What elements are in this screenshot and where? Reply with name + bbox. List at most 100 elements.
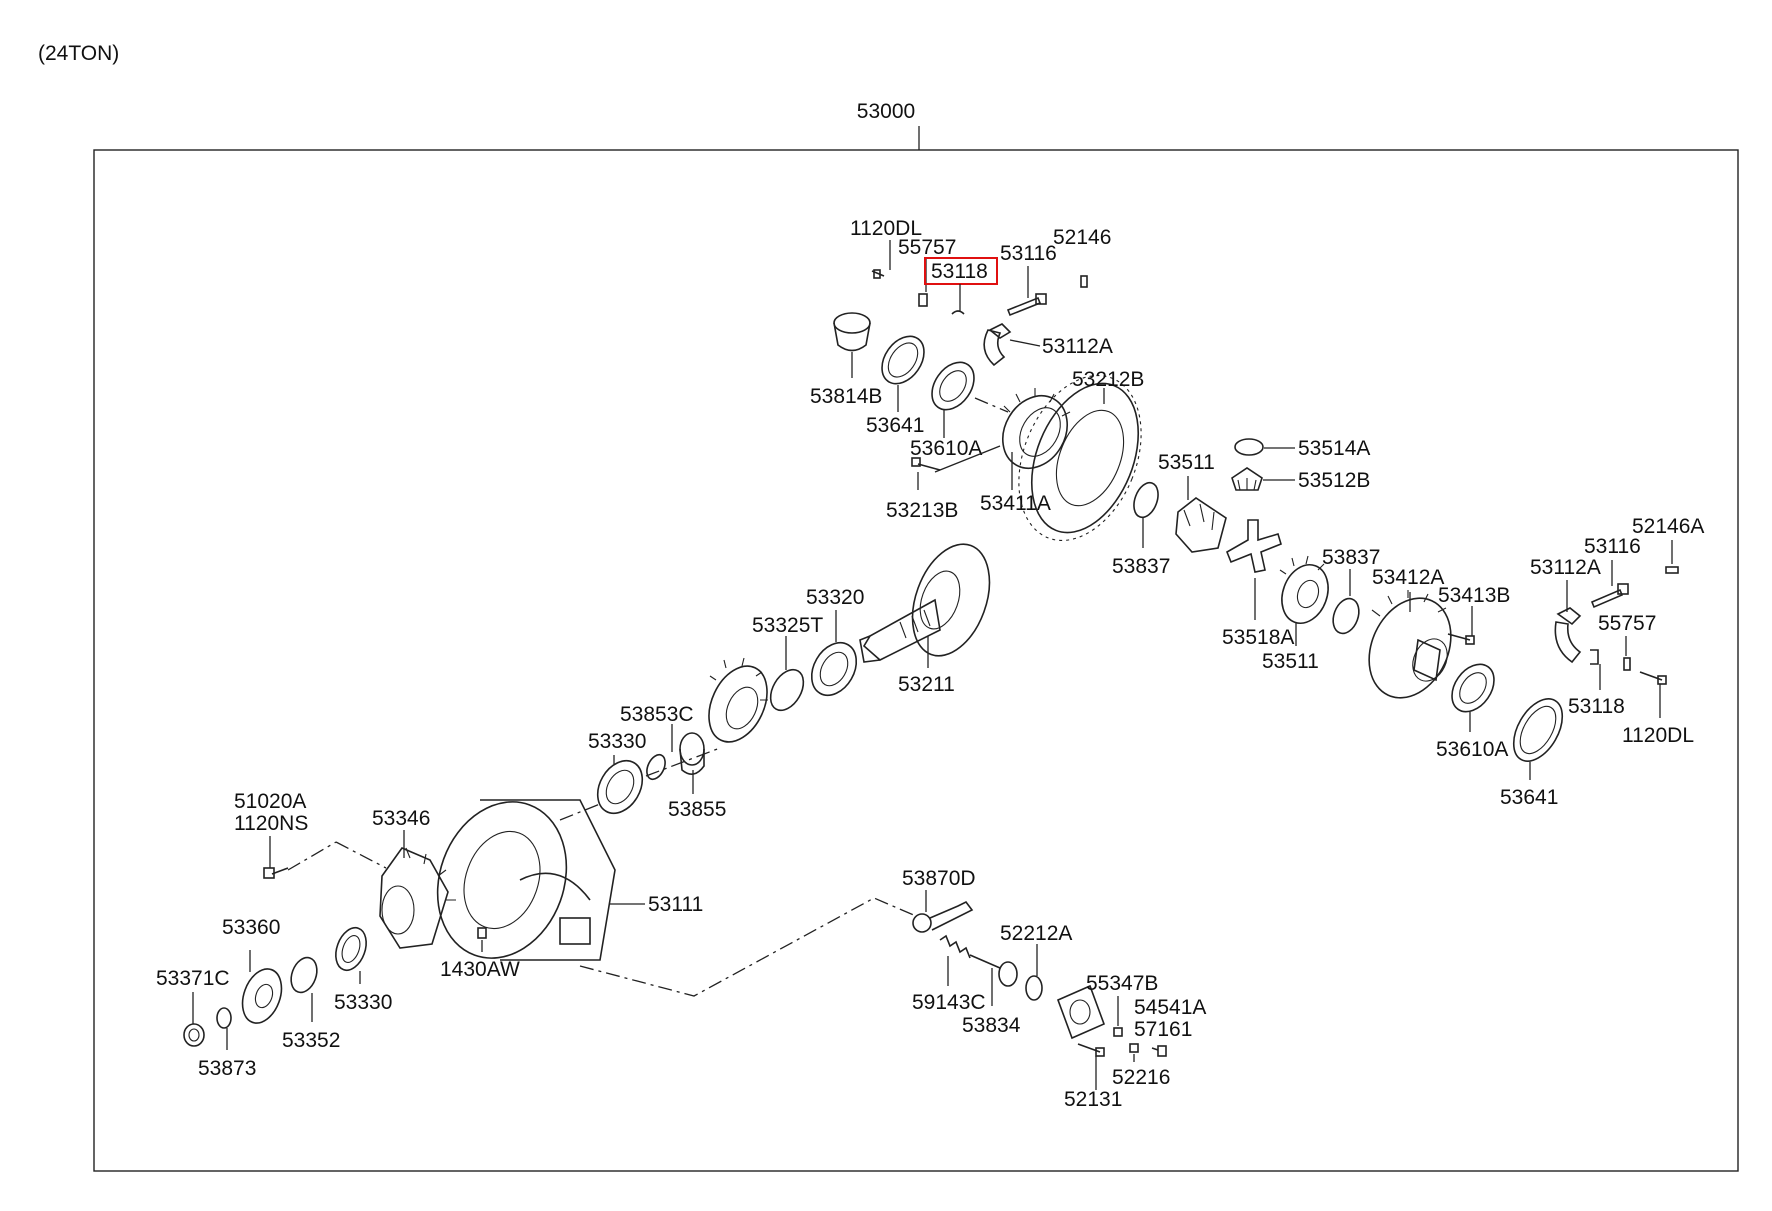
label-53118-right[interactable]: 53118: [1568, 695, 1625, 718]
carrier-housing-53111[interactable]: [416, 784, 645, 977]
collar-53855[interactable]: [679, 732, 705, 794]
label-53610a-top[interactable]: 53610A: [910, 437, 982, 460]
label-53837-left[interactable]: 53837: [1112, 555, 1170, 578]
label-53330-bottom[interactable]: 53330: [334, 991, 392, 1014]
nut-53371c[interactable]: [183, 992, 205, 1047]
spring-59143c[interactable]: [939, 934, 971, 986]
bolt-53413b[interactable]: [1447, 606, 1475, 645]
label-53118-top[interactable]: 53118: [931, 260, 988, 283]
clip-53118-right[interactable]: [1590, 649, 1601, 690]
label-53330-top[interactable]: 53330: [588, 730, 646, 753]
label-52146a[interactable]: 52146A: [1632, 515, 1704, 538]
label-52216[interactable]: 52216: [1112, 1066, 1170, 1089]
spacer-53325t[interactable]: [764, 636, 810, 716]
label-53212b[interactable]: 53212B: [1072, 368, 1144, 391]
shift-fork-53870d[interactable]: [912, 890, 974, 933]
label-53352[interactable]: 53352: [282, 1029, 340, 1052]
label-53116-top[interactable]: 53116: [1000, 242, 1057, 265]
snap-ring-53853c[interactable]: [643, 724, 673, 782]
label-53855[interactable]: 53855: [668, 798, 726, 821]
label-53511-bottom[interactable]: 53511: [1262, 650, 1319, 673]
bearing-53610a-top[interactable]: [923, 354, 982, 438]
label-53413b[interactable]: 53413B: [1438, 584, 1510, 607]
bearing-cap-53112a-top[interactable]: [983, 323, 1041, 367]
label-53111[interactable]: 53111: [648, 893, 703, 916]
highlight-box-53118[interactable]: [924, 257, 998, 285]
side-gear-53511-bottom[interactable]: [1274, 555, 1336, 646]
bearing-cap-53112a-right[interactable]: [1554, 580, 1582, 664]
spider-53518a[interactable]: [1225, 519, 1282, 620]
label-53412a[interactable]: 53412A: [1372, 566, 1444, 589]
washer-52216[interactable]: [1129, 1043, 1139, 1062]
label-53211[interactable]: 53211: [898, 673, 955, 696]
label-53360[interactable]: 53360: [222, 916, 280, 939]
bolt-1120dl-top[interactable]: [871, 240, 891, 279]
label-1430aw[interactable]: 1430AW: [440, 958, 520, 981]
assembly-number[interactable]: 53000: [857, 100, 915, 123]
label-53371c[interactable]: 53371C: [156, 967, 230, 990]
label-53411a[interactable]: 53411A: [980, 492, 1051, 515]
bearing-53610a-right[interactable]: [1443, 656, 1502, 732]
bolt-53116-top[interactable]: [1006, 266, 1047, 317]
pin-52146a[interactable]: [1665, 566, 1679, 574]
clip-53118-top[interactable]: [951, 284, 965, 315]
shift-rod-53834[interactable]: [969, 954, 1018, 1006]
bolt-53213b[interactable]: [911, 445, 1001, 490]
label-53320[interactable]: 53320: [806, 586, 864, 609]
label-51020a[interactable]: 51020A: [234, 790, 306, 813]
label-53853c[interactable]: 53853C: [620, 703, 694, 726]
label-53514a[interactable]: 53514A: [1298, 437, 1370, 460]
label-53346[interactable]: 53346: [372, 807, 430, 830]
label-53512b[interactable]: 53512B: [1298, 469, 1370, 492]
cover-plate[interactable]: [1056, 984, 1106, 1040]
bearing-53330-bottom[interactable]: [330, 924, 371, 984]
washer-53514a[interactable]: [1234, 438, 1295, 456]
bearing-53320[interactable]: [803, 610, 866, 703]
bolt-1120dl-right[interactable]: [1639, 671, 1667, 718]
adjuster-ring-53641-right[interactable]: [1504, 691, 1573, 780]
label-53325t[interactable]: 53325T: [752, 614, 823, 637]
label-53112a-top[interactable]: 53112A: [1042, 335, 1113, 358]
companion-flange-53360[interactable]: [236, 950, 289, 1028]
bolt-52131[interactable]: [1077, 1043, 1105, 1090]
label-57161[interactable]: 57161: [1134, 1018, 1192, 1041]
seal-53352[interactable]: [287, 954, 322, 1022]
label-53610a-right[interactable]: 53610A: [1436, 738, 1508, 761]
label-1120dl-top[interactable]: 1120DL: [850, 217, 922, 240]
label-53213b[interactable]: 53213B: [886, 499, 958, 522]
bearing-retainer[interactable]: [698, 657, 779, 751]
plug-1430aw[interactable]: [477, 927, 487, 952]
diff-case-53412a[interactable]: [1354, 585, 1467, 711]
side-gear-53511-top[interactable]: [1175, 476, 1227, 553]
washer-53873[interactable]: [216, 1007, 232, 1050]
label-53837-right[interactable]: 53837: [1322, 546, 1380, 569]
ring-52212a[interactable]: [1025, 944, 1043, 1001]
bolt-51020a[interactable]: [263, 836, 289, 879]
pin-52146-top[interactable]: [1080, 275, 1088, 288]
label-53518a[interactable]: 53518A: [1222, 626, 1294, 649]
label-1120dl-right[interactable]: 1120DL: [1622, 724, 1694, 747]
label-53873[interactable]: 53873: [198, 1057, 256, 1080]
label-53641-top[interactable]: 53641: [866, 414, 924, 437]
label-53112a-right[interactable]: 53112A: [1530, 556, 1601, 579]
thrust-washer-53837-left[interactable]: [1130, 479, 1163, 548]
label-53834[interactable]: 53834: [962, 1014, 1021, 1037]
bearing-cup-53814b[interactable]: [833, 312, 871, 378]
label-53870d[interactable]: 53870D: [902, 867, 976, 890]
label-55347b[interactable]: 55347B: [1086, 972, 1158, 995]
label-54541a[interactable]: 54541A: [1134, 996, 1206, 1019]
pinion-gear-53512b[interactable]: [1231, 467, 1295, 491]
label-53116-right[interactable]: 53116: [1584, 535, 1641, 558]
label-53511-top[interactable]: 53511: [1158, 451, 1215, 474]
bolt-53116-right[interactable]: [1590, 560, 1629, 609]
drive-pinion-53211[interactable]: [859, 534, 1004, 668]
label-55757-top[interactable]: 55757: [898, 236, 956, 259]
label-1120ns[interactable]: 1120NS: [234, 812, 308, 835]
thrust-washer-53837-right[interactable]: [1329, 569, 1364, 637]
diff-case-53411a[interactable]: [990, 384, 1080, 490]
label-55757-right[interactable]: 55757: [1598, 612, 1656, 635]
lock-plate-55757-right[interactable]: [1623, 636, 1631, 671]
ring-gear-53212b[interactable]: [996, 357, 1164, 558]
label-52212a[interactable]: 52212A: [1000, 922, 1072, 945]
switch-57161[interactable]: [1151, 1045, 1167, 1057]
